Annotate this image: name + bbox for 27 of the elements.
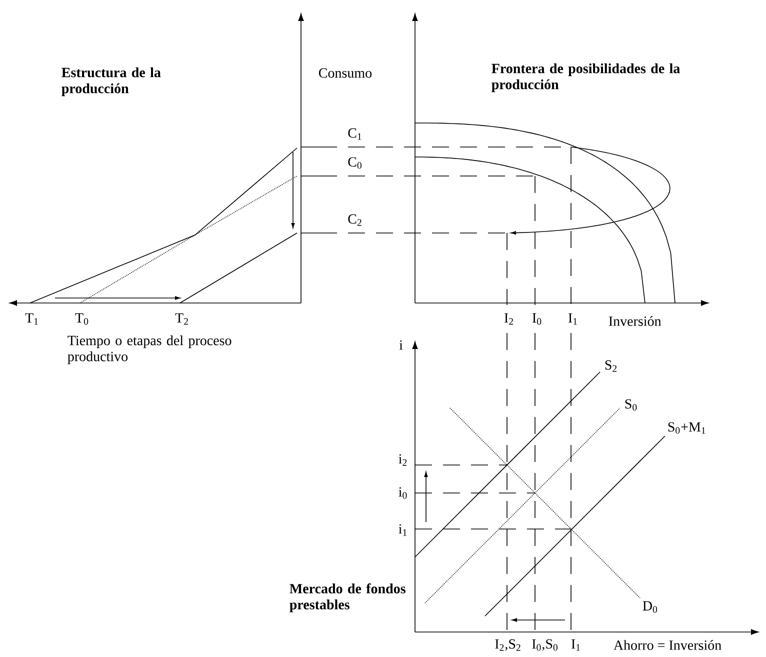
axis-label: i$_{1}$ xyxy=(398,524,407,536)
panel-title: Mercado de fondos prestables xyxy=(290,583,406,612)
axis-label: C$_{2}$ xyxy=(348,214,362,226)
curve-label: S$_{0}$ xyxy=(625,399,637,411)
axis-label: T$_{0}$ xyxy=(75,313,88,325)
panel-title: Frontera de posibilidades de la producción xyxy=(492,63,680,92)
axis-label: i$_{0}$ xyxy=(398,487,407,499)
axis-label: i$_{2}$ xyxy=(398,454,407,466)
axis-label: Ahorro = Inversión xyxy=(614,640,722,650)
axis-label: I$_{1}$ xyxy=(571,639,580,651)
panel-title: Estructura de la producción xyxy=(62,67,161,96)
axis-label: T$_{2}$ xyxy=(175,313,188,325)
axis-label: I$_{2}$,S$_{2}$ xyxy=(495,639,520,651)
curve-label: D$_{0}$ xyxy=(642,601,658,613)
axis-label: I$_{0}$ xyxy=(532,313,542,325)
axis-label: Tiempo o etapas del proceso productivo xyxy=(68,335,232,364)
axis-label: C$_{1}$ xyxy=(348,128,362,140)
curve-label: S$_{2}$ xyxy=(605,360,617,372)
axis-label: i xyxy=(399,340,403,350)
axis-label: Consumo xyxy=(318,68,372,78)
axis-label: C$_{0}$ xyxy=(348,157,362,169)
curve-label: S$_{0}$+M$_{1}$ xyxy=(668,422,706,434)
axis-label: I$_{2}$ xyxy=(504,313,513,325)
axis-label: I$_{0}$,S$_{0}$ xyxy=(532,639,558,651)
axis-label: Inversión xyxy=(608,316,662,326)
axis-label: T$_{1}$ xyxy=(25,313,38,325)
axis-label: I$_{1}$ xyxy=(568,313,577,325)
